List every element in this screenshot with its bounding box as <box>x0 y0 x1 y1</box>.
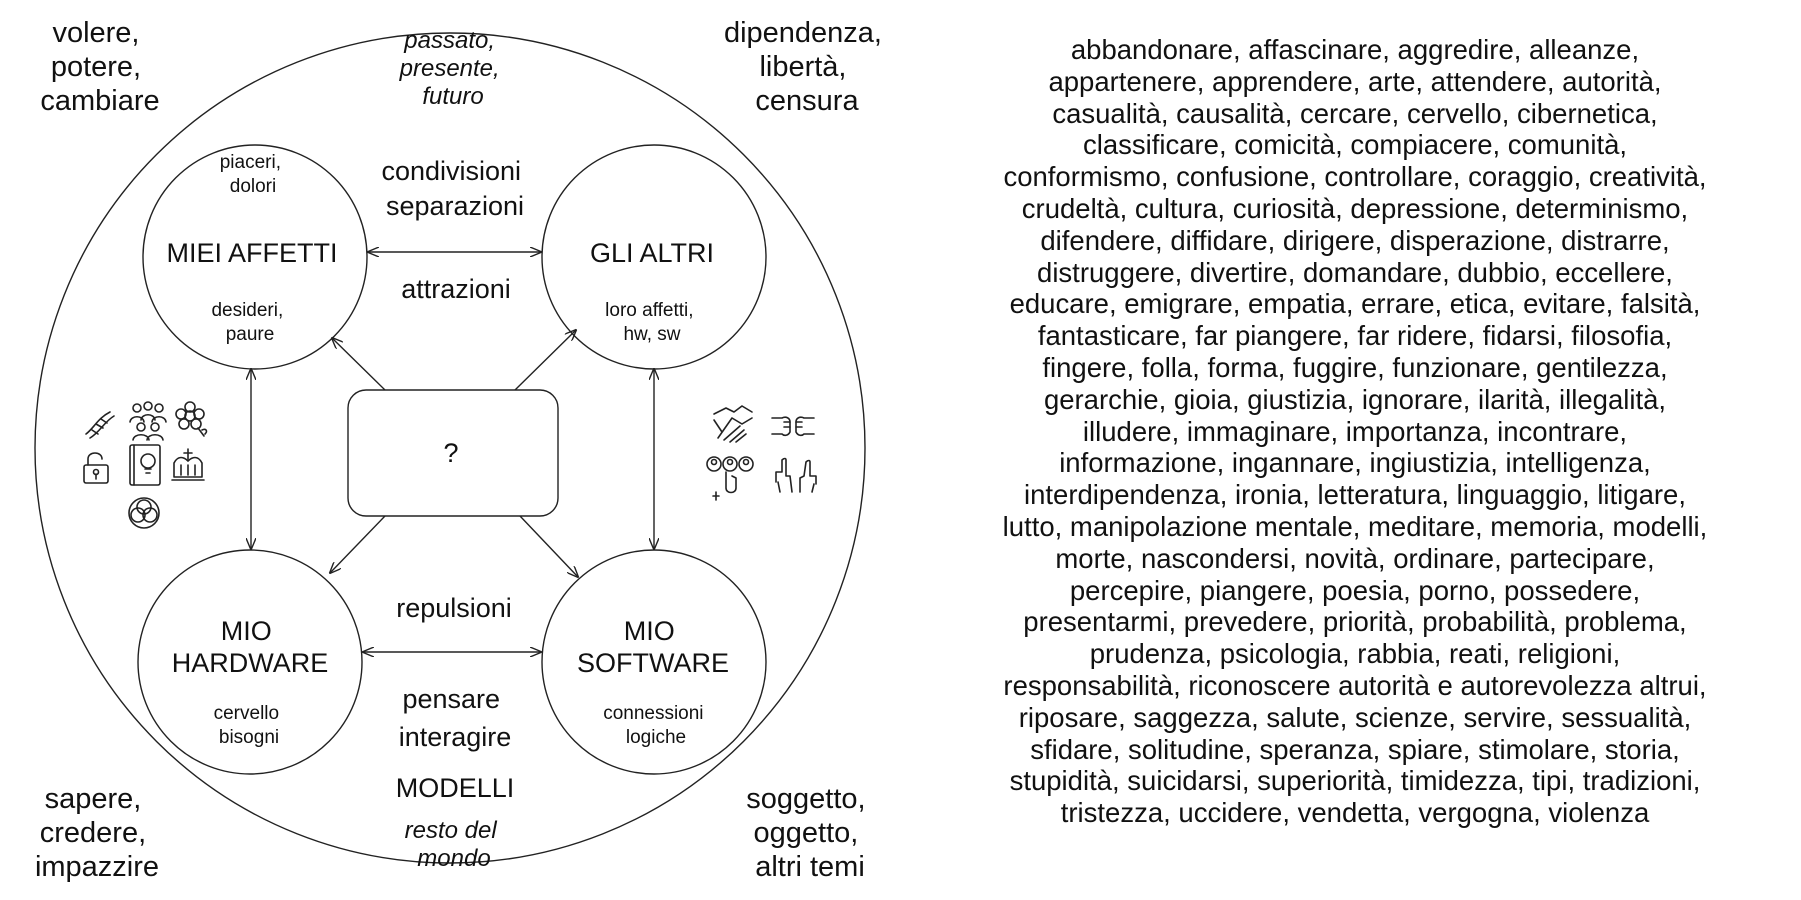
arrow-center-software <box>519 515 578 577</box>
word-list-line: educare, emigrare, empatia, errare, etic… <box>1009 288 1701 320</box>
affetti-bottom-note: desideri, paure <box>211 300 288 345</box>
software-bottom-note: connessioni logiche <box>603 703 709 748</box>
altri-title: GLI ALTRI <box>590 238 714 268</box>
open-lock-icon <box>83 452 109 484</box>
node-mio-hardware: MIO HARDWARE cervello bisogni <box>137 549 363 775</box>
word-list-line: distruggere, divertire, domandare, dubbi… <box>1037 256 1673 288</box>
idea-book-icon <box>129 444 161 486</box>
word-list-line: morte, nascondersi, novità, ordinare, pa… <box>1055 542 1655 574</box>
word-list-line: appartenere, apprendere, arte, attendere… <box>1048 65 1662 97</box>
node-gli-altri: GLI ALTRI loro affetti, hw, sw <box>541 144 767 370</box>
outer-circle <box>34 32 866 864</box>
word-list-line: sfidare, solitudine, speranza, spiare, s… <box>1030 733 1680 765</box>
people-group-icon <box>129 401 167 441</box>
word-list-line: classificare, comicità, compiacere, comu… <box>1082 129 1628 161</box>
arrow-center-hardware <box>330 515 386 573</box>
word-list-line: fingere, folla, forma, fuggire, funziona… <box>1042 351 1668 383</box>
word-list-line: casualità, causalità, cercare, cervello,… <box>1052 97 1658 129</box>
word-list-line: responsabilità, riconoscere autorità e a… <box>1003 669 1707 701</box>
altri-bottom-note: loro affetti, hw, sw <box>605 300 699 345</box>
hardware-title: MIO HARDWARE <box>172 616 329 678</box>
center-box: ? <box>347 389 559 517</box>
node-mio-software: MIO SOFTWARE connessioni logiche <box>541 549 767 775</box>
software-title: MIO SOFTWARE <box>577 616 729 678</box>
arrow-center-altri <box>514 330 576 391</box>
corner-bottom-left: sapere, credere, impazzire <box>35 783 159 883</box>
flower-icon <box>175 401 208 437</box>
word-list-line: percepire, piangere, poesia, porno, poss… <box>1069 574 1641 606</box>
world-label: resto del mondo <box>405 817 504 872</box>
handshake-icon <box>713 405 753 443</box>
word-list-line: conformismo, confusione, controllare, co… <box>1003 161 1707 193</box>
dna-icon <box>85 411 115 439</box>
fist-bump-icon <box>771 416 815 437</box>
word-list-line: crudeltà, cultura, curiosità, depression… <box>1021 192 1689 224</box>
word-list: abbandonare, affascinare, aggredire, all… <box>930 34 1780 829</box>
corner-bottom-right: soggetto, oggetto, altri temi <box>746 783 873 883</box>
node-miei-affetti: piaceri, dolori MIEI AFFETTI desideri, p… <box>142 144 368 370</box>
relation-attrazioni: attrazioni <box>401 274 511 304</box>
arrow-center-affetti <box>332 338 386 391</box>
corner-top-right: dipendenza, libertà, censura <box>724 17 890 117</box>
relation-condivisioni: condivisioni separazioni <box>381 156 528 221</box>
time-label: passato, presente, futuro <box>399 27 507 110</box>
word-list-line: illudere, immaginare, importanza, incont… <box>1082 415 1628 447</box>
word-list-line: stupidità, suicidarsi, superiorità, timi… <box>1009 765 1701 797</box>
flower-of-life-icon <box>128 497 160 529</box>
models-label: MODELLI <box>396 773 515 803</box>
center-question: ? <box>443 438 458 468</box>
hardware-bottom-note: cervello bisogni <box>214 703 285 748</box>
word-list-line: lutto, manipolazione mentale, meditare, … <box>1002 510 1708 542</box>
word-list-line: prudenza, psicologia, rabbia, reati, rel… <box>1089 638 1621 670</box>
word-list-line: informazione, ingannare, ingiustizia, in… <box>1059 447 1651 479</box>
word-list-line: difendere, diffidare, dirigere, disperaz… <box>1040 224 1670 256</box>
corner-top-left: volere, potere, cambiare <box>40 17 159 117</box>
word-list-line: riposare, saggezza, salute, scienze, ser… <box>1018 701 1692 733</box>
affetti-title: MIEI AFFETTI <box>166 238 337 268</box>
word-list-line: presentarmi, prevedere, priorità, probab… <box>1023 606 1687 638</box>
relation-repulsioni: repulsioni <box>396 593 512 623</box>
pointing-hands-icon <box>775 457 817 493</box>
word-list-line: tristezza, uccidere, vendetta, vergogna,… <box>1060 797 1650 829</box>
word-list-line: interdipendenza, ironia, letteratura, li… <box>1024 479 1686 511</box>
relation-pensare-interagire: pensare interagire <box>399 684 512 752</box>
word-list-line: abbandonare, affascinare, aggredire, all… <box>1070 34 1640 65</box>
affetti-top-note: piaceri, dolori <box>220 152 287 197</box>
word-list-line: gerarchie, gioia, giustizia, ignorare, i… <box>1043 383 1667 415</box>
word-list-line: fantasticare, far piangere, far ridere, … <box>1037 320 1673 352</box>
voting-people-icon <box>706 456 754 501</box>
crown-icon <box>171 448 205 481</box>
